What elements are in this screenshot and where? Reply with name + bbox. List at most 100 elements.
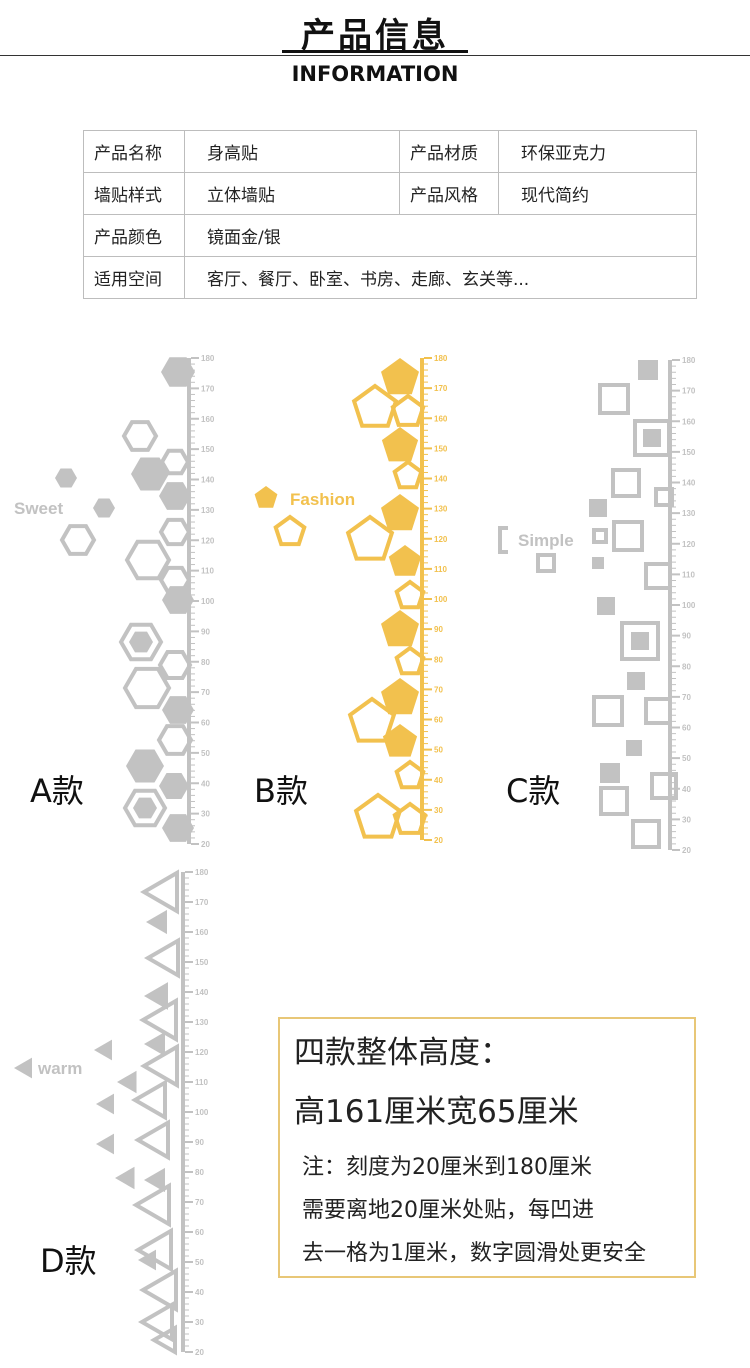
ruler-minor-tick — [191, 636, 195, 638]
ruler-minor-tick — [185, 919, 189, 921]
ruler-minor-tick — [672, 555, 676, 557]
ruler-minor-tick — [424, 411, 428, 413]
ruler-tick — [672, 420, 680, 423]
ruler-minor-tick — [672, 708, 676, 710]
ruler-minor-tick — [191, 442, 195, 444]
ruler-minor-tick — [672, 518, 676, 520]
pentagon-shape — [381, 678, 419, 715]
ruler-minor-tick — [191, 819, 195, 821]
ruler-minor-tick — [424, 465, 428, 467]
ruler-tick — [424, 387, 432, 390]
triangle-shape — [146, 909, 167, 935]
ruler-tick — [424, 357, 432, 359]
ruler-minor-tick — [424, 399, 428, 401]
ruler-minor-tick — [185, 1309, 189, 1311]
ruler-tick-label: 150 — [682, 448, 696, 457]
ruler-minor-tick — [191, 533, 195, 535]
ruler-minor-tick — [672, 800, 676, 802]
ruler-minor-tick — [424, 429, 428, 431]
ruler-minor-tick — [672, 561, 676, 563]
ruler-minor-tick — [185, 913, 189, 915]
ruler-minor-tick — [191, 728, 195, 730]
ruler-minor-tick — [424, 743, 428, 745]
square-shape — [598, 383, 630, 415]
ruler-minor-tick — [185, 877, 189, 879]
ruler-tick — [191, 721, 199, 724]
ruler-c: 1801701601501401301201101009080706050403… — [668, 356, 696, 855]
pentagon-shape — [394, 579, 426, 610]
note-line: 注：刻度为20厘米到180厘米 — [302, 1155, 592, 1180]
table-cell: 适用空间 — [83, 256, 185, 299]
ruler-tick-label: 150 — [201, 445, 215, 454]
ruler-tick — [424, 417, 432, 420]
ruler-minor-tick — [191, 582, 195, 584]
triangle-shape — [14, 1057, 32, 1079]
ruler-minor-tick — [185, 1075, 189, 1077]
ruler-minor-tick — [424, 441, 428, 443]
ruler-minor-tick — [672, 720, 676, 722]
table-row: 产品名称 身高贴 产品材质 环保亚克力 — [83, 130, 697, 173]
ruler-minor-tick — [191, 412, 195, 414]
style-d-word: warm — [37, 1059, 82, 1078]
ruler-tick-label: 60 — [201, 719, 210, 728]
ruler-minor-tick — [185, 1315, 189, 1317]
ruler-minor-tick — [191, 703, 195, 705]
ruler-tick — [191, 812, 199, 815]
ruler-minor-tick — [672, 439, 676, 441]
ruler-minor-tick — [672, 531, 676, 532]
title-underline — [282, 50, 468, 53]
pentagon-shape — [273, 514, 307, 547]
ruler-minor-tick — [191, 758, 195, 760]
ruler-minor-tick — [424, 797, 428, 799]
ruler-minor-tick — [185, 1087, 189, 1089]
ruler-tick-label: 110 — [434, 565, 447, 574]
ruler-minor-tick — [185, 889, 189, 891]
ruler-tick-label: 90 — [195, 1138, 204, 1147]
ruler-tick — [672, 481, 680, 484]
ruler-minor-tick — [672, 402, 676, 404]
ruler-minor-tick — [185, 925, 189, 927]
ruler-tick — [185, 991, 193, 993]
pentagon-shape — [254, 486, 278, 508]
style-b-word: Fashion — [290, 490, 355, 509]
hexagon-shape — [118, 622, 164, 662]
ruler-tick-label: 60 — [682, 724, 691, 733]
ruler-minor-tick — [424, 490, 428, 492]
ruler-tick — [424, 718, 432, 721]
ruler-tick — [424, 567, 432, 570]
square-shape — [611, 468, 641, 498]
square-shape — [599, 786, 629, 816]
ruler-minor-tick — [185, 1255, 189, 1257]
ruler-minor-tick — [672, 616, 676, 618]
triangle-shape — [139, 997, 178, 1043]
ruler-tick-label: 90 — [434, 625, 443, 634]
ruler-minor-tick — [424, 526, 428, 528]
ruler-tick-label: 70 — [682, 693, 691, 702]
triangle-shape — [96, 1093, 114, 1115]
ruler-minor-tick — [191, 472, 195, 474]
ruler-tick — [185, 1261, 193, 1263]
hexagon-shape — [159, 482, 191, 510]
ruler-minor-tick — [672, 647, 676, 649]
ruler-minor-tick — [185, 1195, 189, 1197]
ruler-tick-label: 40 — [201, 779, 210, 788]
ruler-tick — [672, 604, 680, 606]
ruler-minor-tick — [672, 384, 676, 385]
ruler-tick — [424, 839, 432, 841]
ruler-tick-label: 140 — [201, 476, 215, 485]
ruler-minor-tick — [185, 937, 189, 939]
ruler-tick — [672, 542, 680, 545]
ruler-minor-tick — [424, 375, 428, 377]
hexagon-shape — [93, 498, 115, 518]
ruler-minor-tick — [185, 1069, 189, 1071]
ruler-minor-tick — [191, 764, 195, 766]
ruler-minor-tick — [185, 1099, 189, 1101]
ruler-minor-tick — [672, 445, 676, 447]
square-shape — [592, 557, 604, 569]
ruler-minor-tick — [191, 800, 195, 802]
ruler-minor-tick — [191, 527, 195, 529]
ruler-minor-tick — [672, 690, 676, 692]
ruler-minor-tick — [424, 694, 428, 696]
pentagon-shape — [381, 494, 419, 531]
bracket-shape — [498, 526, 508, 554]
